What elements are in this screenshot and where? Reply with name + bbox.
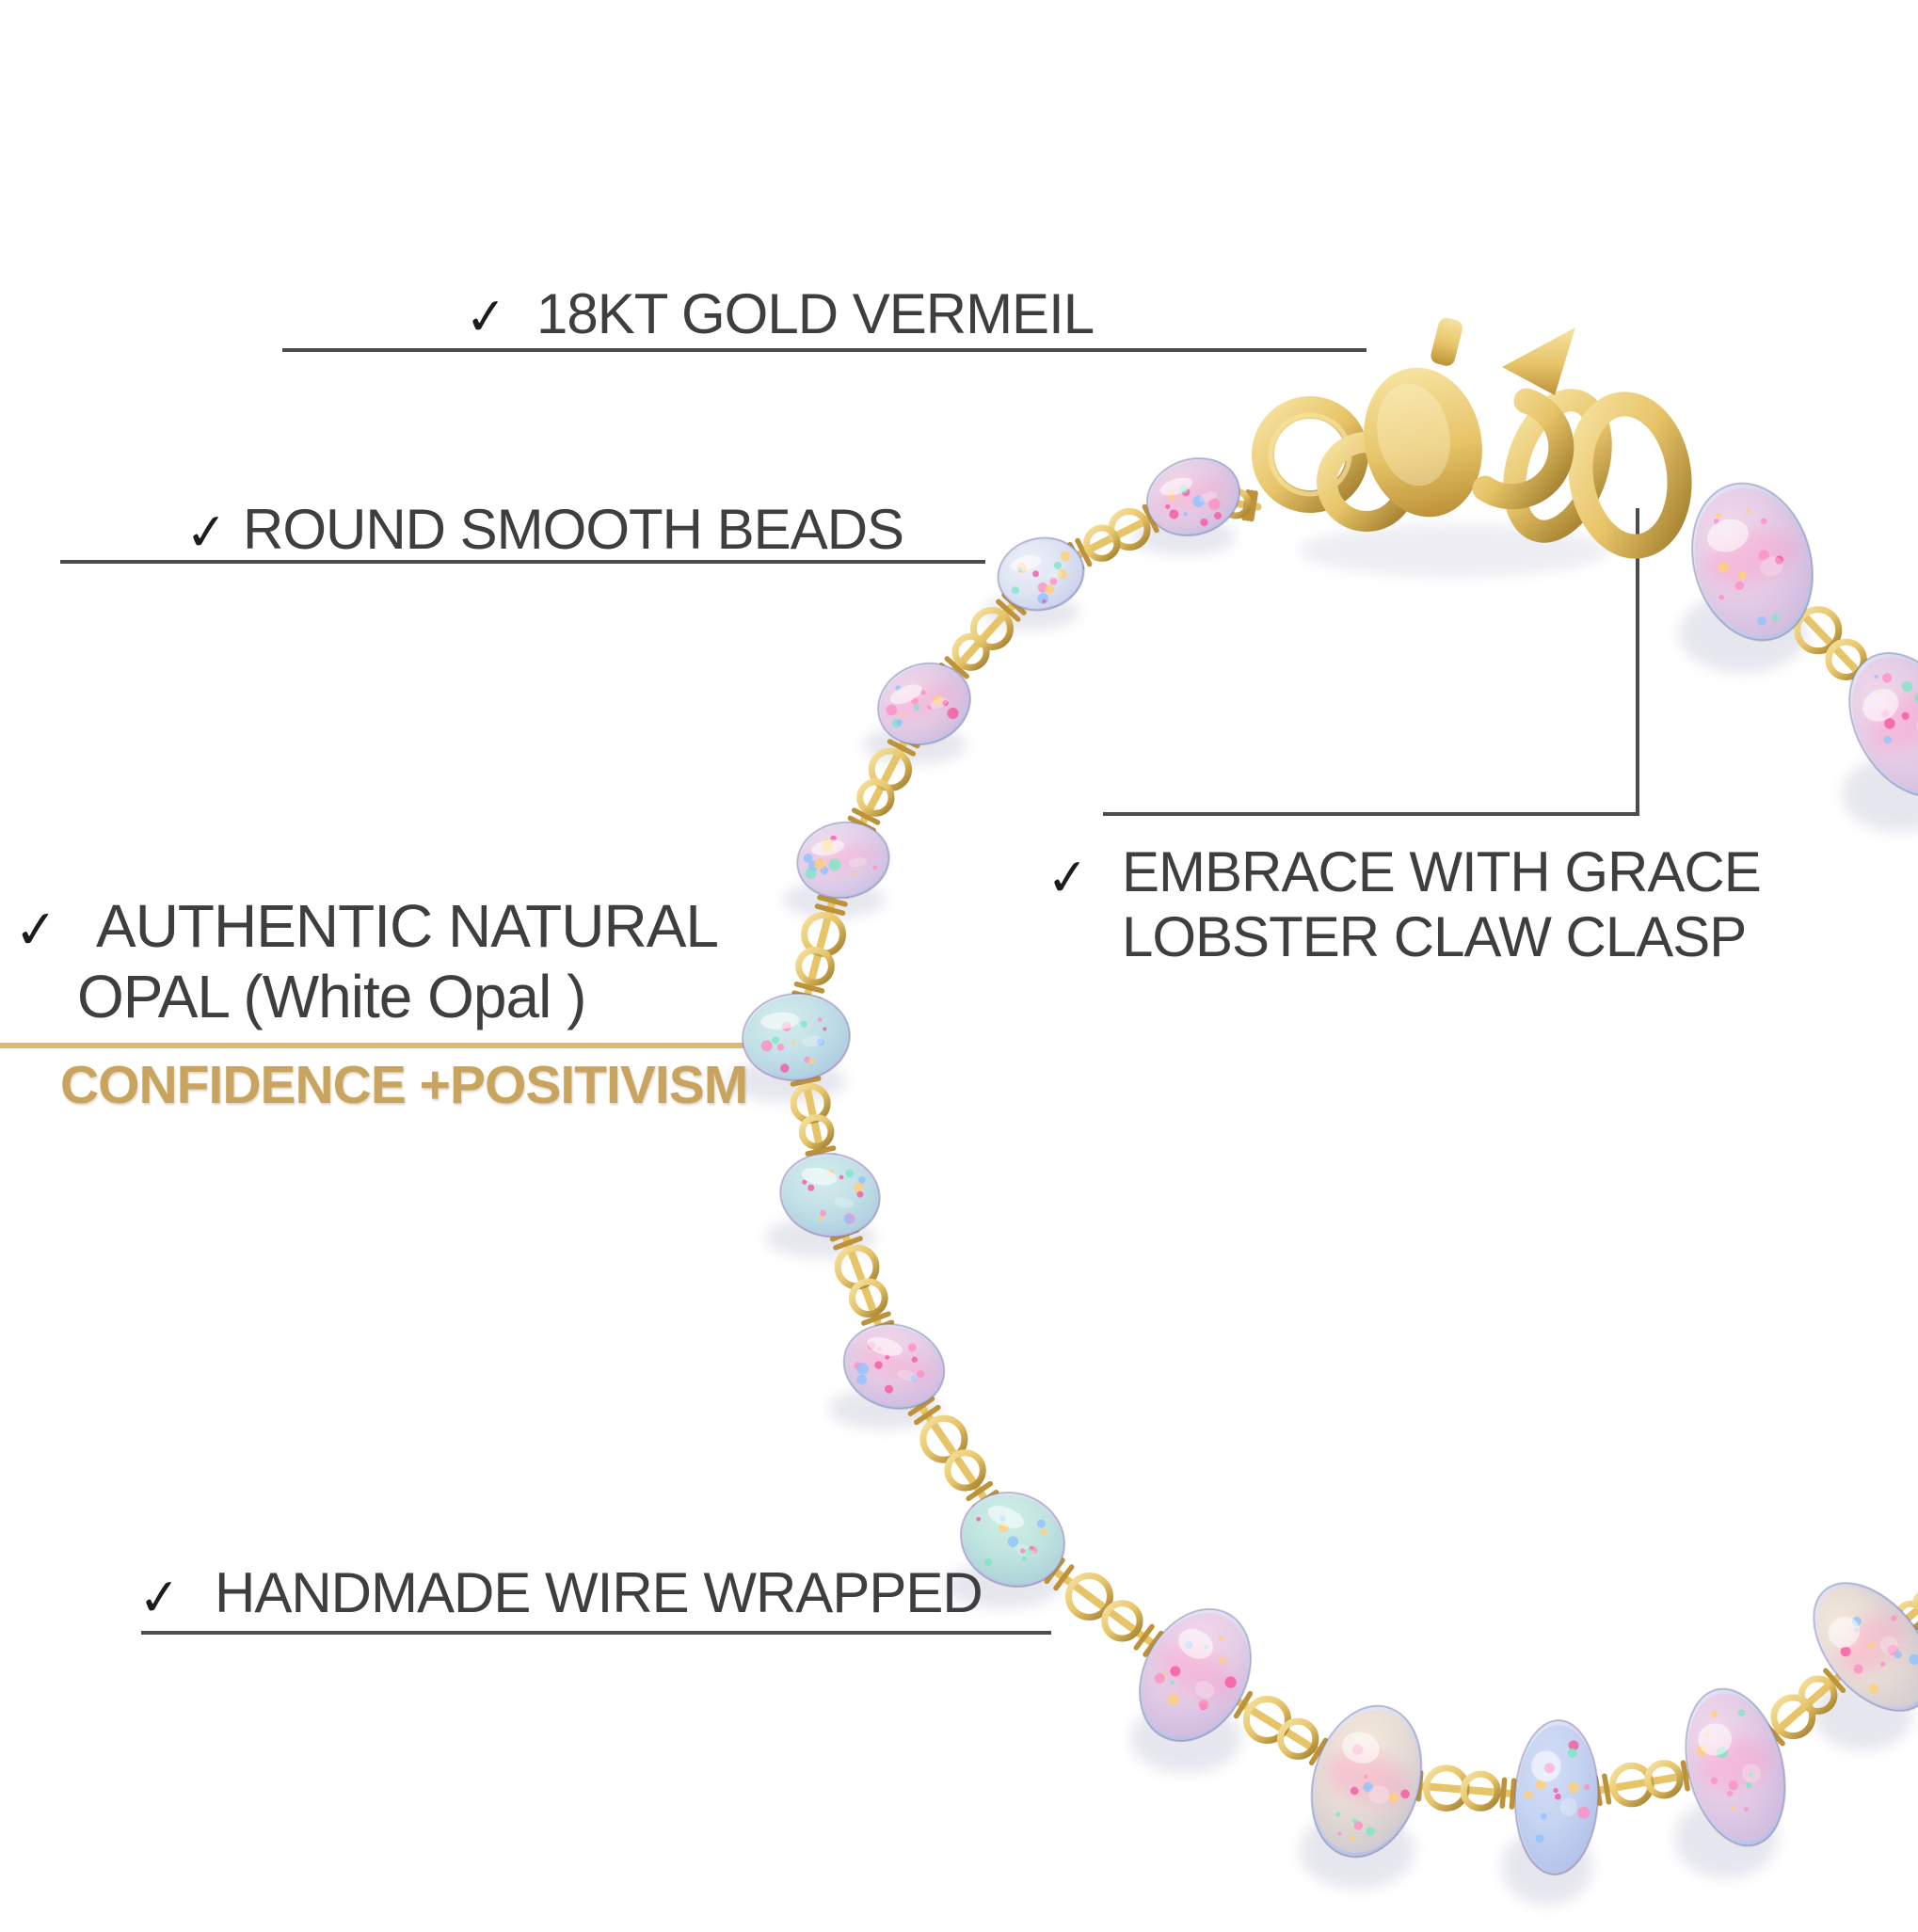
tagline-confidence-positivism: CONFIDENCE +POSITIVISM [60, 1059, 747, 1112]
lobster-claw-clasp [1351, 316, 1575, 528]
feature-label-gold-vermeil: 18KT GOLD VERMEIL [536, 286, 1094, 343]
lobster-clasp-assembly [1263, 316, 1688, 553]
feature-label-handmade: HANDMADE WIRE WRAPPED [215, 1565, 983, 1621]
check-icon: ✓ [184, 505, 230, 559]
feature-label-clasp-line1: EMBRACE WITH GRACE [1122, 844, 1761, 901]
feature-label-authentic-opal-line2: OPAL (White Opal ) [77, 966, 585, 1027]
check-icon: ✓ [136, 1571, 183, 1624]
feature-label-clasp-line2: LOBSTER CLAW CLASP [1122, 909, 1746, 966]
check-icon: ✓ [1045, 851, 1091, 904]
feature-label-authentic-opal-line1: AUTHENTIC NATURAL [96, 896, 718, 956]
check-icon: ✓ [463, 290, 509, 343]
feature-label-round-smooth-beads: ROUND SMOOTH BEADS [243, 502, 903, 558]
check-icon: ✓ [12, 902, 60, 957]
